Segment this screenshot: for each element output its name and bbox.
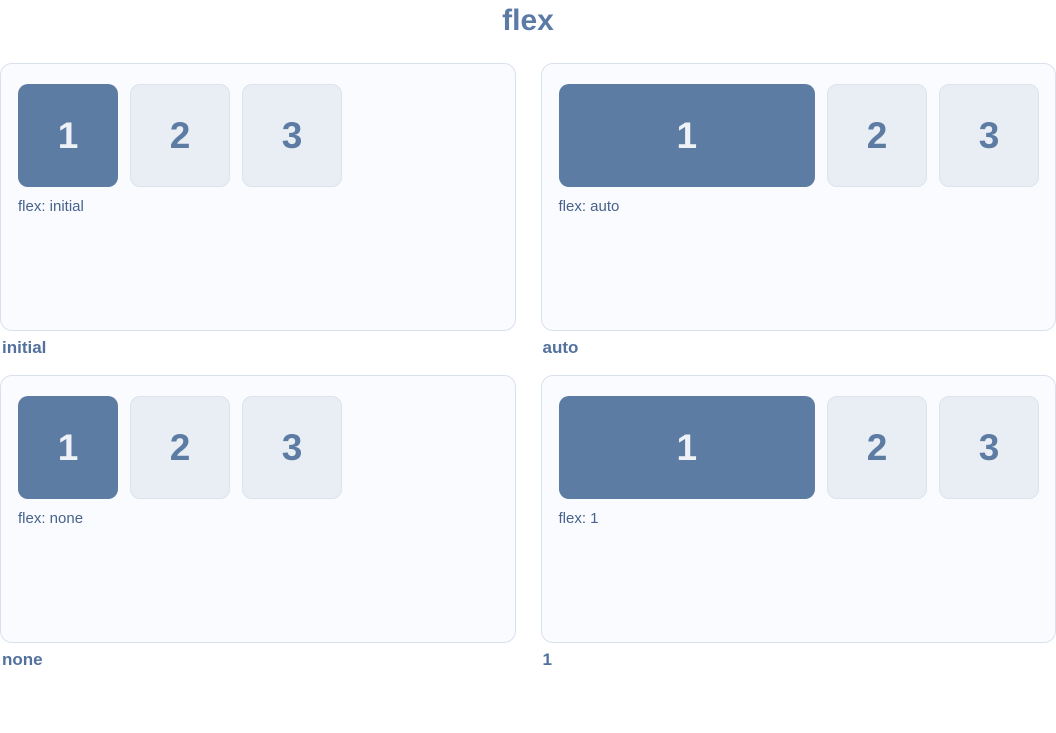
panel-flex-initial: 1 2 3 flex: initial bbox=[0, 63, 516, 331]
panel-flex-auto: 1 2 3 flex: auto bbox=[540, 63, 1056, 331]
flex-container: 1 2 3 bbox=[558, 396, 1039, 499]
panel-caption-1: 1 bbox=[542, 650, 552, 669]
flex-property-label: flex: none bbox=[18, 510, 84, 527]
flex-item-2: 2 bbox=[827, 396, 927, 499]
panel-flex-1: 1 2 3 flex: 1 bbox=[540, 375, 1056, 643]
flex-property-label: flex: auto bbox=[558, 198, 620, 215]
example-cell-1: 1 2 3 flex: 1 1 bbox=[540, 375, 1056, 670]
example-cell-auto: 1 2 3 flex: auto auto bbox=[540, 63, 1056, 358]
example-cell-initial: 1 2 3 flex: initial initial bbox=[0, 63, 516, 358]
flex-item-1: 1 bbox=[18, 396, 118, 499]
flex-item-3: 3 bbox=[242, 84, 342, 187]
panel-flex-none: 1 2 3 flex: none bbox=[0, 375, 516, 643]
flex-item-1: 1 bbox=[18, 84, 118, 187]
flex-property-label: flex: initial bbox=[18, 198, 84, 215]
panel-caption-initial: initial bbox=[2, 338, 47, 357]
examples-grid: 1 2 3 flex: initial initial 1 2 3 flex: … bbox=[0, 63, 1056, 670]
flex-container: 1 2 3 bbox=[18, 396, 499, 499]
flex-property-label: flex: 1 bbox=[558, 510, 599, 527]
flex-item-2: 2 bbox=[827, 84, 927, 187]
panel-caption-none: none bbox=[2, 650, 43, 669]
flex-item-3: 3 bbox=[242, 396, 342, 499]
flex-item-3: 3 bbox=[939, 84, 1039, 187]
panel-caption-auto: auto bbox=[542, 338, 579, 357]
flex-container: 1 2 3 bbox=[558, 84, 1039, 187]
example-cell-none: 1 2 3 flex: none none bbox=[0, 375, 516, 670]
flex-item-2: 2 bbox=[130, 396, 230, 499]
flex-item-2: 2 bbox=[130, 84, 230, 187]
flex-container: 1 2 3 bbox=[18, 84, 499, 187]
page-title: flex bbox=[502, 4, 554, 37]
flex-item-3: 3 bbox=[939, 396, 1039, 499]
flex-item-1: 1 bbox=[558, 396, 815, 499]
flex-item-1: 1 bbox=[558, 84, 815, 187]
